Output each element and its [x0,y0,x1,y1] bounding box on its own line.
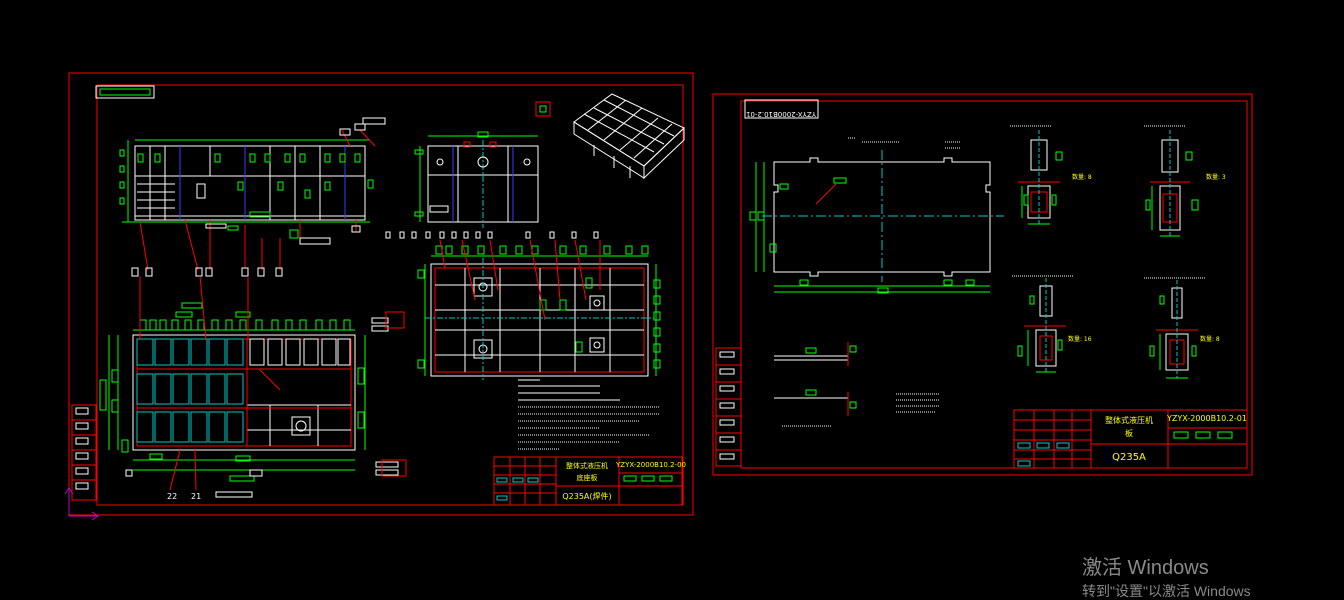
parts-list-notes [518,379,660,450]
part-tag-22: 22 [167,492,177,501]
left-title-block: 整体式液压机 底座板 YZYX-2000B10.2-00 Q235A(焊件) [493,456,686,506]
right-title-name-line1: 整体式液压机 [1105,415,1153,425]
right-title-block: 整体式液压机 板 YZYX-2000B10.2-01 Q235A [1013,409,1248,469]
detail-part-views: 数量: 8 数量: 3 数量: 16 数量: 8 [1010,125,1226,379]
right-sheet-top-label: YZYX-2000B10.2-01 [746,110,817,118]
left-sheet-outer-frame [68,72,694,516]
front-elevation-view [119,117,386,277]
left-title-material: Q235A(焊件) [562,491,611,501]
left-drawing-sheet[interactable]: 22 21 [64,72,694,521]
right-sheet-outer-frame [712,93,1253,476]
section-note-2: 数量: 3 [1206,173,1226,181]
left-sheet-inner-frame [96,84,684,506]
section-note-1: 数量: 8 [1072,173,1092,181]
ucs-axis-icon [64,487,99,521]
right-title-drawing-no: YZYX-2000B10.2-01 [1166,414,1247,423]
plate-view [749,137,1004,294]
left-sheet-corner-box [95,85,155,99]
section-note-4: 数量: 8 [1200,335,1220,343]
part-tag-21: 21 [191,492,201,501]
detail-plan-view [385,231,661,380]
left-title-name-line1: 整体式液压机 [566,461,608,470]
left-revision-stack [71,404,97,501]
isometric-model-view [535,93,685,180]
left-corner-box-inner [99,88,151,96]
right-sheet-label-box [744,99,819,119]
right-sheet-inner-frame [740,100,1248,469]
right-revision-stack [715,347,742,467]
plan-view: 22 21 [99,275,407,501]
strip-section-views [774,342,940,427]
right-drawing-sheet[interactable]: YZYX-2000B10.2-01 [712,93,1253,476]
watermark-title: 激活 Windows [1082,557,1209,579]
right-title-material: Q235A [1112,452,1146,463]
left-title-drawing-no: YZYX-2000B10.2-00 [615,461,686,469]
windows-activation-watermark: 激活 Windows 转到"设置"以激活 Windows [1082,556,1251,600]
right-title-name-line2: 板 [1125,428,1133,438]
left-title-name-line2: 底座板 [577,473,598,482]
side-elevation-view [414,131,539,228]
section-note-3: 数量: 16 [1068,335,1092,343]
watermark-subtitle: 转到"设置"以激活 Windows [1082,583,1251,599]
